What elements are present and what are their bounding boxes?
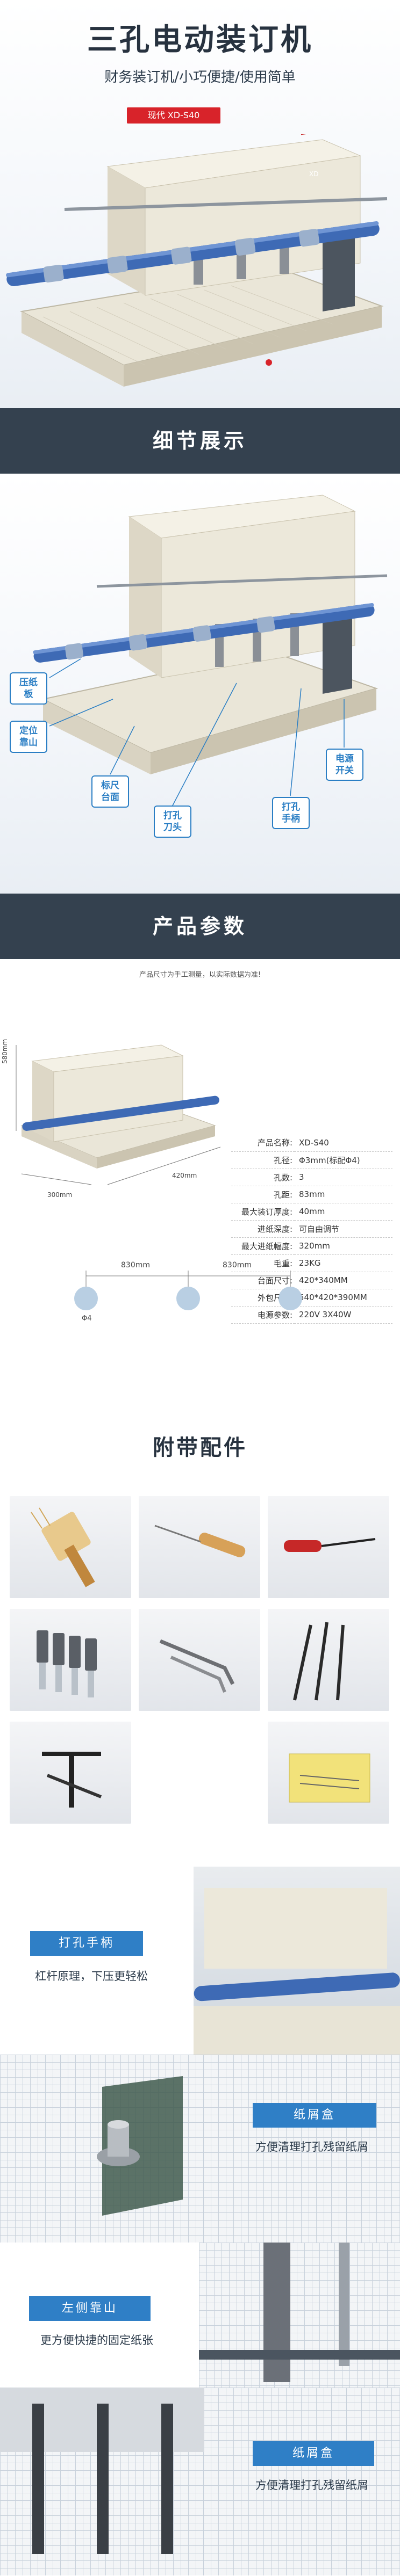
dim-width: 420mm	[172, 1172, 197, 1179]
spec-row: 台面尺寸:420*340MM	[231, 1272, 392, 1289]
spec-value: 420*340MM	[295, 1272, 392, 1289]
callout-press-plate: 压纸 板	[10, 672, 47, 705]
spec-row: 最大装订厚度:40mm	[231, 1203, 392, 1221]
callout-power: 电源 开关	[326, 749, 363, 781]
accessory-chuck-key	[10, 1722, 131, 1824]
spacing-hole: Φ4	[82, 1315, 92, 1323]
spec-value: 3	[295, 1169, 392, 1186]
accessory-awl	[139, 1496, 260, 1598]
spec-key: 孔径:	[231, 1151, 295, 1169]
spec-row: 电源参数:220V 3X40W	[231, 1306, 392, 1324]
accessory-drills	[268, 1609, 389, 1711]
details-machine-illustration	[33, 495, 388, 807]
spec-value: 220V 3X40W	[295, 1306, 392, 1324]
hero-subtitle: 财务装订机/小巧便捷/使用简单	[104, 69, 296, 85]
feature-text-chip-box-2: 方便清理打孔残留纸屑	[255, 2479, 368, 2492]
hole-spacing-diagram	[74, 1271, 302, 1310]
callout-drill-head: 打孔 刀头	[154, 806, 191, 838]
spec-row: 产品名称:XD-S40	[231, 1134, 392, 1152]
accessory-brush	[10, 1496, 131, 1598]
spec-value: 40mm	[295, 1203, 392, 1221]
feature-handle-image	[194, 1867, 400, 2055]
accessory-drill-bits	[10, 1609, 131, 1711]
callout-handle: 打孔 手柄	[272, 797, 310, 829]
spec-row: 进纸深度:可自由调节	[231, 1220, 392, 1238]
feature-label-chip-box-2: 纸屑盒	[253, 2441, 374, 2466]
spec-key: 最大进纸幅度:	[231, 1237, 295, 1255]
spec-key: 产品名称:	[231, 1134, 295, 1152]
spec-row: 孔数:3	[231, 1169, 392, 1186]
spec-value: Φ3mm(标配Φ4)	[295, 1151, 392, 1169]
spec-value: 320mm	[295, 1237, 392, 1255]
spec-key: 台面尺寸:	[231, 1272, 295, 1289]
feature-label-chip-box-1: 纸屑盒	[253, 2103, 376, 2128]
feature-chip-box-image	[97, 2076, 183, 2216]
params-note: 产品尺寸为手工测量，以实际数据为准!	[139, 971, 261, 979]
params-section: 产品尺寸为手工测量，以实际数据为准! 580mm 300mm 420mm 产品名…	[0, 959, 400, 1426]
accessories-section: 附带配件	[0, 1426, 400, 1867]
spec-key: 最大装订厚度:	[231, 1203, 295, 1221]
spec-value: 540*420*390MM	[295, 1289, 392, 1307]
callout-ruler: 标尺 台面	[91, 775, 129, 808]
accessory-bag	[268, 1722, 389, 1824]
accessories-heading: 附带配件	[153, 1435, 247, 1460]
spec-value: 23KG	[295, 1254, 392, 1272]
spec-row: 毛重:23KG	[231, 1254, 392, 1272]
feature-chip-box: 纸屑盒 方便清理打孔残留纸屑	[0, 2055, 400, 2243]
hero-machine-illustration: XD	[6, 134, 388, 387]
spec-row: 孔径:Φ3mm(标配Φ4)	[231, 1151, 392, 1169]
spacing-gap1: 830mm	[121, 1261, 150, 1269]
spec-value: 83mm	[295, 1186, 392, 1203]
dimension-illustration	[16, 1044, 221, 1185]
params-heading: 产品参数	[0, 894, 400, 959]
spec-value: 可自由调节	[295, 1220, 392, 1238]
accessory-screwdriver	[268, 1496, 389, 1598]
spec-value: XD-S40	[295, 1134, 392, 1152]
spec-key: 毛重:	[231, 1254, 295, 1272]
feature-chip-box-2: 纸屑盒 方便清理打孔残留纸屑	[0, 2388, 400, 2575]
hero-section: 三孔电动装订机 财务装订机/小巧便捷/使用简单 现代 XD-S40 XD	[0, 0, 400, 408]
feature-handle: 打孔手柄 杠杆原理，下压更轻松	[0, 1867, 400, 2055]
spec-key: 电源参数:	[231, 1306, 295, 1324]
feature-text-handle: 杠杆原理，下压更轻松	[35, 1970, 148, 1983]
spacing-gap2: 830mm	[223, 1261, 252, 1269]
feature-label-left-guide: 左侧靠山	[29, 2296, 151, 2321]
feature-text-chip-box-1: 方便清理打孔残留纸屑	[255, 2140, 368, 2153]
brand-plate-text: XD	[309, 170, 318, 178]
accessory-hex-keys	[139, 1609, 260, 1711]
spec-key: 进纸深度:	[231, 1220, 295, 1238]
feature-text-left-guide: 更方便快捷的固定纸张	[40, 2334, 153, 2347]
feature-label-handle: 打孔手柄	[30, 1931, 143, 1956]
hero-title: 三孔电动装订机	[87, 23, 313, 57]
details-heading: 细节展示	[0, 408, 400, 474]
callout-positioning: 定位 靠山	[10, 721, 47, 753]
spec-row: 孔距:83mm	[231, 1186, 392, 1203]
details-section: 压纸 板 定位 靠山 标尺 台面 打孔 刀头 打孔 手柄 电源 开关	[0, 474, 400, 894]
model-badge: 现代 XD-S40	[127, 107, 220, 124]
spec-key: 孔数:	[231, 1169, 295, 1186]
dim-depth: 300mm	[47, 1191, 73, 1199]
spec-key: 孔距:	[231, 1186, 295, 1203]
spec-row: 最大进纸幅度:320mm	[231, 1237, 392, 1255]
feature-chip-box-2-image	[0, 2388, 204, 2554]
dim-height: 580mm	[1, 1039, 9, 1064]
